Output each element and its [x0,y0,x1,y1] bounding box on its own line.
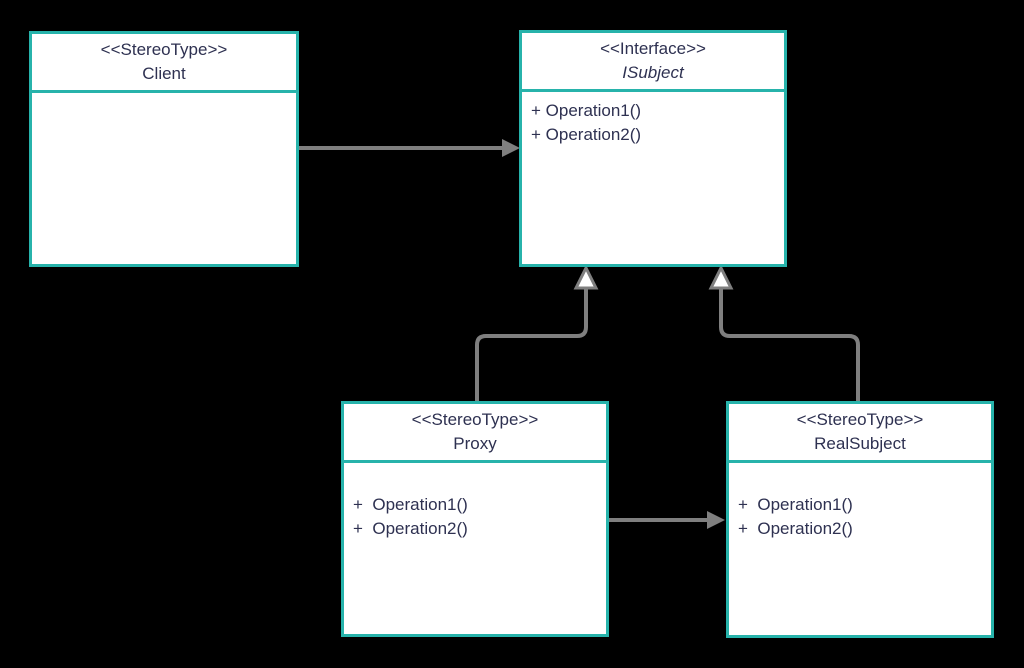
class-box-realsubject[interactable]: <<StereoType>> RealSubject + Operation1(… [726,401,994,638]
operation: + Operation1() [531,101,642,120]
class-name: Client [142,64,186,83]
solid-arrowhead-icon [502,139,520,157]
realization-line[interactable] [719,288,860,401]
class-name: Proxy [453,434,497,453]
operation: + Operation1() [738,495,853,514]
class-stereotype: <<StereoType>> [100,40,228,59]
class-box-client[interactable]: <<StereoType>> Client [29,31,299,267]
class-stereotype: <<StereoType>> [411,410,539,429]
class-header: <<StereoType>> RealSubject [729,404,991,463]
operation: + Operation2() [531,125,642,144]
connector-proxy-to-isubject[interactable] [475,264,599,401]
class-stereotype: <<Interface>> [600,39,706,58]
class-name: ISubject [622,63,684,82]
class-header: <<StereoType>> Proxy [344,404,606,463]
class-body [32,93,296,264]
class-header: <<Interface>> ISubject [522,33,784,92]
connector-client-to-isubject[interactable] [299,139,520,157]
class-name: RealSubject [814,434,906,453]
class-stereotype: <<StereoType>> [796,410,924,429]
hollow-triangle-arrowhead-icon [573,264,599,290]
realization-line[interactable] [475,288,588,401]
class-body: + Operation1() + Operation2() [729,463,991,635]
solid-arrowhead-icon [707,511,725,529]
class-body: + Operation1() + Operation2() [344,463,606,634]
operation: + Operation1() [353,495,468,514]
class-box-isubject[interactable]: <<Interface>> ISubject + Operation1() + … [519,30,787,267]
class-box-proxy[interactable]: <<StereoType>> Proxy + Operation1() + Op… [341,401,609,637]
operation: + Operation2() [738,519,853,538]
operation: + Operation2() [353,519,468,538]
class-header: <<StereoType>> Client [32,34,296,93]
class-body: + Operation1() + Operation2() [522,92,784,264]
connector-proxy-to-realsubject[interactable] [609,511,725,529]
connector-realsubject-to-isubject[interactable] [708,264,860,401]
hollow-triangle-arrowhead-icon [708,264,734,290]
